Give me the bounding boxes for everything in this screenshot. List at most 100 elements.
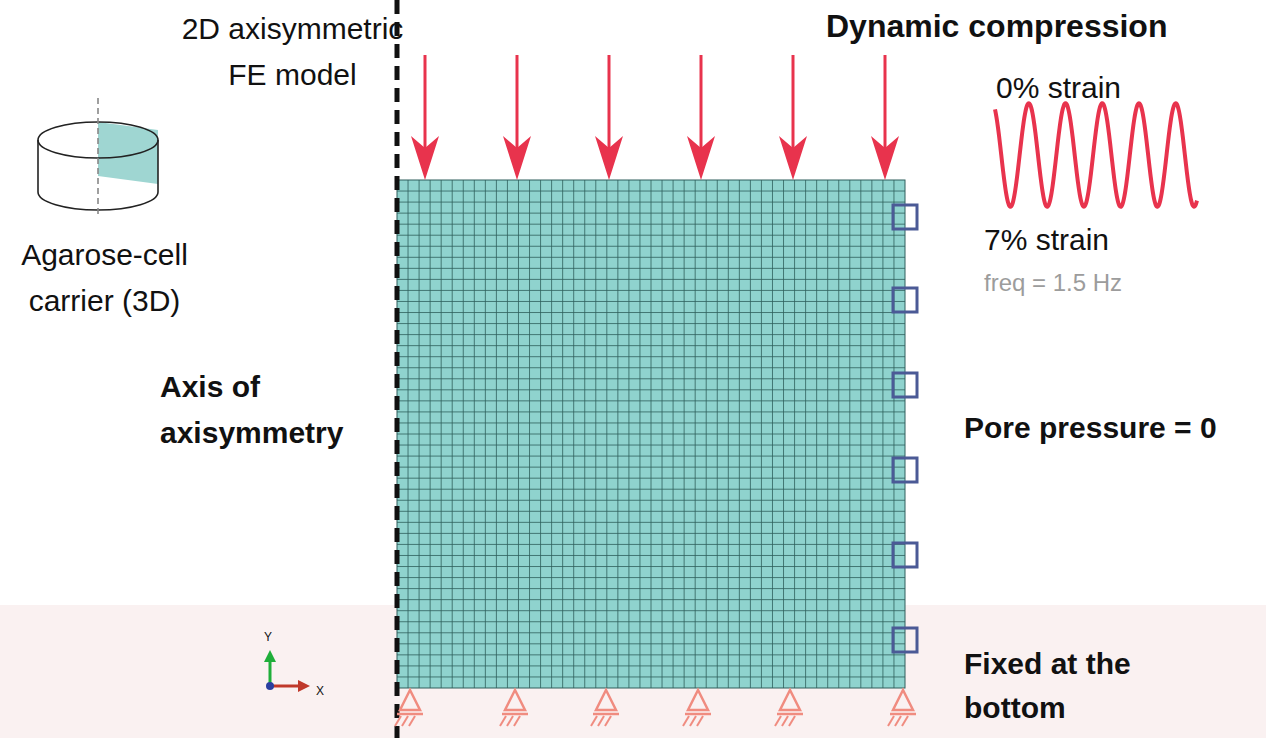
support-hatch [402, 716, 408, 726]
axis-triad [264, 650, 310, 692]
label: Axis of axisymmetry [160, 364, 375, 456]
support-hatch [789, 716, 795, 726]
mesh-line [397, 422, 905, 423]
mesh-line [397, 665, 905, 666]
arrow-head [871, 136, 899, 180]
pin-support [591, 690, 619, 726]
pressure-marker [893, 373, 917, 397]
mesh-line [397, 489, 905, 490]
support-hatch [605, 716, 611, 726]
arrow-head [503, 136, 531, 180]
support-triangle [505, 690, 525, 710]
support-hatch [895, 716, 901, 726]
mesh-domain [397, 180, 905, 688]
load-arrows [411, 55, 899, 180]
mesh-line [397, 202, 905, 203]
fe-mesh [397, 180, 905, 688]
load-arrow [779, 55, 807, 180]
support-base [502, 713, 528, 716]
support-hatch [683, 716, 689, 726]
support-triangle [893, 690, 913, 710]
support-base [777, 713, 803, 716]
mesh-line [397, 621, 905, 622]
mesh-line [397, 378, 905, 379]
mesh-line [397, 654, 905, 655]
support-triangle [400, 690, 420, 710]
support-hatch [690, 716, 696, 726]
arrow-head [411, 136, 439, 180]
support-hatch [888, 716, 894, 726]
mesh-line [397, 235, 905, 236]
mesh-line [397, 323, 905, 324]
mesh-line [397, 356, 905, 357]
pin-support [683, 690, 711, 726]
sine-wave [995, 103, 1197, 206]
support-hatch [598, 716, 604, 726]
mesh-line [397, 467, 905, 468]
support-hatch [697, 716, 703, 726]
mesh-line [397, 445, 905, 446]
mesh-line [397, 213, 905, 214]
support-hatch [395, 716, 401, 726]
pressure-markers [893, 205, 917, 652]
z-axis-dot [266, 682, 274, 690]
mesh-line [397, 500, 905, 501]
mesh-line [397, 334, 905, 335]
support-base [397, 713, 423, 716]
support-hatch [591, 716, 597, 726]
mesh-line [397, 434, 905, 435]
mesh-line [397, 389, 905, 390]
load-arrow [411, 55, 439, 180]
label: 2D axisymmetric FE model [160, 6, 425, 98]
mesh-line [397, 191, 905, 192]
label: X [316, 684, 336, 698]
mesh-line [397, 632, 905, 633]
load-arrow [687, 55, 715, 180]
support-hatch [902, 716, 908, 726]
x-axis-head [298, 680, 310, 692]
support-triangle [688, 690, 708, 710]
mesh-line [397, 224, 905, 225]
mesh-line [397, 456, 905, 457]
cylinder-side [37, 140, 39, 192]
mesh-line [397, 643, 905, 644]
pin-support [775, 690, 803, 726]
mesh-line [397, 301, 905, 302]
label: Y [264, 630, 284, 644]
symmetry-axis [395, 0, 400, 738]
pressure-marker [893, 205, 917, 229]
mesh-line [397, 599, 905, 600]
pressure-marker [893, 543, 917, 567]
mesh-line [397, 411, 905, 412]
axis-line [97, 98, 99, 218]
label: Dynamic compression [826, 6, 1256, 46]
mesh-line [397, 610, 905, 611]
support-hatch [507, 716, 513, 726]
mesh-line [397, 533, 905, 534]
cylinder-side [157, 140, 159, 192]
mesh-line [397, 312, 905, 313]
label: Pore pressure = 0 [964, 408, 1262, 448]
label: Fixed at the bottom [964, 642, 1164, 730]
support-base [685, 713, 711, 716]
mesh-line [397, 290, 905, 291]
arrow-head [595, 136, 623, 180]
y-axis-head [264, 650, 276, 662]
mesh-line [397, 676, 905, 677]
pressure-marker [893, 628, 917, 652]
mesh-line [397, 544, 905, 545]
pin-support [888, 690, 916, 726]
support-hatch [500, 716, 506, 726]
label: Agarose-cell carrier (3D) [2, 232, 207, 324]
support-triangle [780, 690, 800, 710]
load-arrow [503, 55, 531, 180]
mesh-line [397, 555, 905, 556]
support-base [890, 713, 916, 716]
pressure-marker [893, 288, 917, 312]
arrow-shaft [884, 55, 887, 150]
arrow-shaft [516, 55, 519, 150]
arrow-head [687, 136, 715, 180]
x-axis-arrow [270, 685, 300, 688]
